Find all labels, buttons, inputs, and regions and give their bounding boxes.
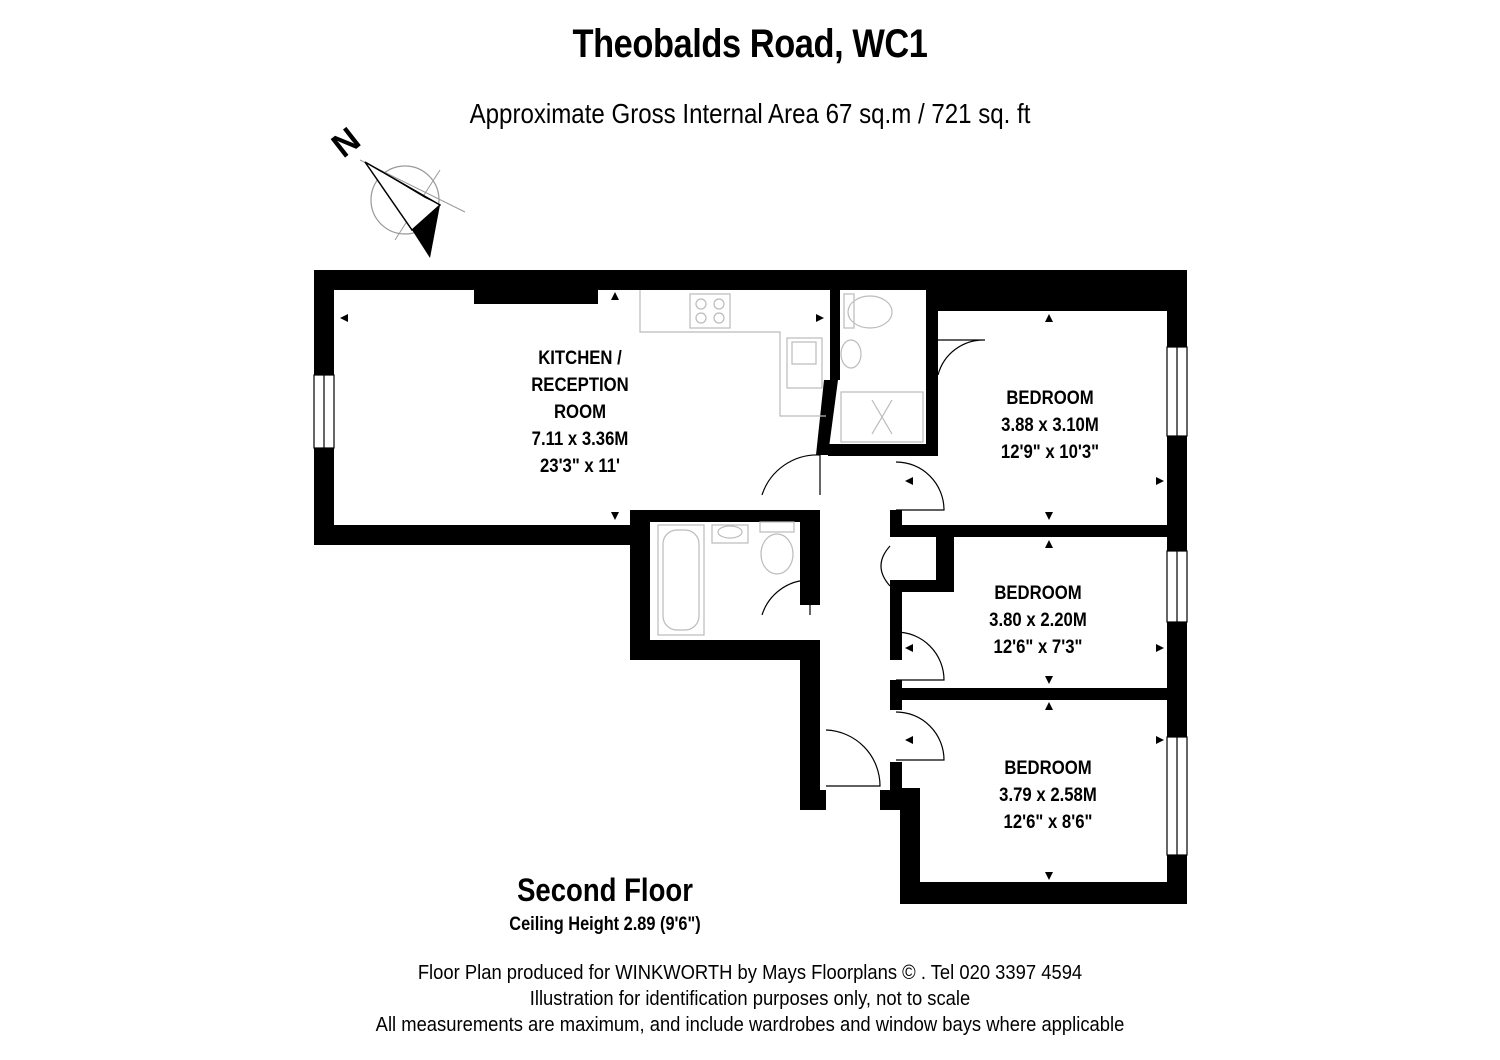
bedroom3-metric: 3.79 x 2.58M bbox=[999, 785, 1097, 806]
wc-icon bbox=[847, 295, 893, 329]
kitchen-top-fitting bbox=[474, 290, 598, 304]
wall-bath-top bbox=[630, 510, 820, 522]
shower-tray-icon bbox=[840, 391, 924, 443]
wall-hall-right-1 bbox=[890, 510, 902, 530]
wall-hall-left-upper bbox=[800, 510, 820, 605]
door-entrance bbox=[825, 729, 881, 787]
wall-bed3-bottom bbox=[900, 882, 1187, 904]
bedroom1-label: BEDROOM 3.88 x 3.10M 12'9" x 10'3" bbox=[971, 385, 1129, 466]
wall-entrance-left bbox=[800, 790, 826, 810]
wall-hall-left-lower bbox=[800, 655, 820, 810]
wall-kitchen-bottom bbox=[314, 525, 650, 545]
door-bathroom bbox=[761, 579, 811, 616]
wall-hall-right-3 bbox=[890, 680, 902, 710]
bedroom1-metric: 3.88 x 3.10M bbox=[1001, 415, 1099, 436]
kitchen-label: KITCHEN / RECEPTION ROOM 7.11 x 3.36M 23… bbox=[501, 345, 659, 480]
walls bbox=[314, 270, 1187, 904]
bedroom3-name: BEDROOM bbox=[1004, 758, 1092, 779]
sink-icon bbox=[786, 337, 823, 389]
bedroom2-label: BEDROOM 3.80 x 2.20M 12'6" x 7'3" bbox=[959, 580, 1117, 661]
footer-measurements: All measurements are maximum, and includ… bbox=[375, 1014, 1125, 1036]
wall-bath-bottom bbox=[630, 640, 820, 660]
bath-basin-icon bbox=[717, 525, 743, 539]
bedroom3-imperial: 12'6" x 8'6" bbox=[1003, 812, 1093, 833]
basin-icon bbox=[840, 339, 862, 369]
wall-left-lower bbox=[314, 448, 334, 545]
wall-bed2-notch bbox=[936, 525, 954, 589]
kitchen-metric: 7.11 x 3.36M bbox=[531, 429, 629, 450]
plan-title: Theobalds Road, WC1 bbox=[572, 22, 928, 66]
bathroom-fittings bbox=[657, 521, 795, 636]
door-bed2 bbox=[895, 631, 945, 681]
bedroom3-label: BEDROOM 3.79 x 2.58M 12'6" x 8'6" bbox=[969, 755, 1127, 836]
wall-bed1-bottom bbox=[890, 525, 1187, 537]
floor-name: Second Floor bbox=[517, 872, 693, 908]
wall-shower-left bbox=[830, 290, 840, 380]
bedroom1-imperial: 12'9" x 10'3" bbox=[1000, 442, 1100, 463]
wall-bed2-bottom bbox=[890, 688, 1187, 700]
kitchen-fittings bbox=[639, 290, 826, 417]
bath-icon bbox=[657, 524, 705, 636]
footer-credit: Floor Plan produced for WINKWORTH by May… bbox=[417, 962, 1083, 984]
gross-internal-area: Approximate Gross Internal Area 67 sq.m … bbox=[469, 98, 1031, 129]
kitchen-imperial: 23'3" x 11' bbox=[539, 456, 621, 477]
bedroom2-imperial: 12'6" x 7'3" bbox=[993, 637, 1083, 658]
wall-shower-right-lower bbox=[926, 372, 938, 454]
bedroom2-metric: 3.80 x 2.20M bbox=[989, 610, 1087, 631]
bedroom2-name: BEDROOM bbox=[994, 583, 1082, 604]
door-cupboard bbox=[880, 545, 891, 587]
wall-hall-right-4 bbox=[890, 762, 902, 810]
wall-bed3-left bbox=[900, 788, 920, 904]
dimension-markers bbox=[340, 292, 1164, 880]
wall-bath-left bbox=[630, 510, 650, 655]
ceiling-height: Ceiling Height 2.89 (9'6") bbox=[509, 914, 701, 935]
footer-disclaimer: Illustration for identification purposes… bbox=[529, 988, 971, 1010]
compass-north-label: N bbox=[325, 120, 368, 165]
door-bed3 bbox=[895, 711, 945, 761]
door-bed1 bbox=[895, 461, 945, 511]
wall-right-3 bbox=[1167, 622, 1187, 737]
hob-icon bbox=[689, 293, 731, 329]
wall-top-right-thick bbox=[926, 270, 1187, 311]
bedroom1-name: BEDROOM bbox=[1006, 388, 1094, 409]
doors bbox=[761, 339, 986, 787]
bath-wc-icon bbox=[760, 533, 794, 575]
wall-left-upper bbox=[314, 270, 334, 375]
door-shower bbox=[937, 339, 986, 376]
shower-room-fittings bbox=[840, 293, 924, 443]
kitchen-name-2: RECEPTION bbox=[531, 375, 629, 396]
wall-shower-bottom bbox=[828, 444, 938, 456]
compass-icon: N bbox=[325, 120, 466, 258]
wall-shower-right-upper bbox=[926, 290, 938, 375]
kitchen-name-3: ROOM bbox=[553, 402, 607, 423]
windows bbox=[313, 346, 1188, 856]
wall-hall-right-2 bbox=[890, 588, 902, 660]
kitchen-name-1: KITCHEN / bbox=[538, 348, 622, 369]
wall-bed2-top-left bbox=[890, 580, 954, 592]
door-kitchen bbox=[761, 454, 821, 496]
wall-right-1 bbox=[1167, 270, 1187, 347]
wall-right-2 bbox=[1167, 436, 1187, 551]
